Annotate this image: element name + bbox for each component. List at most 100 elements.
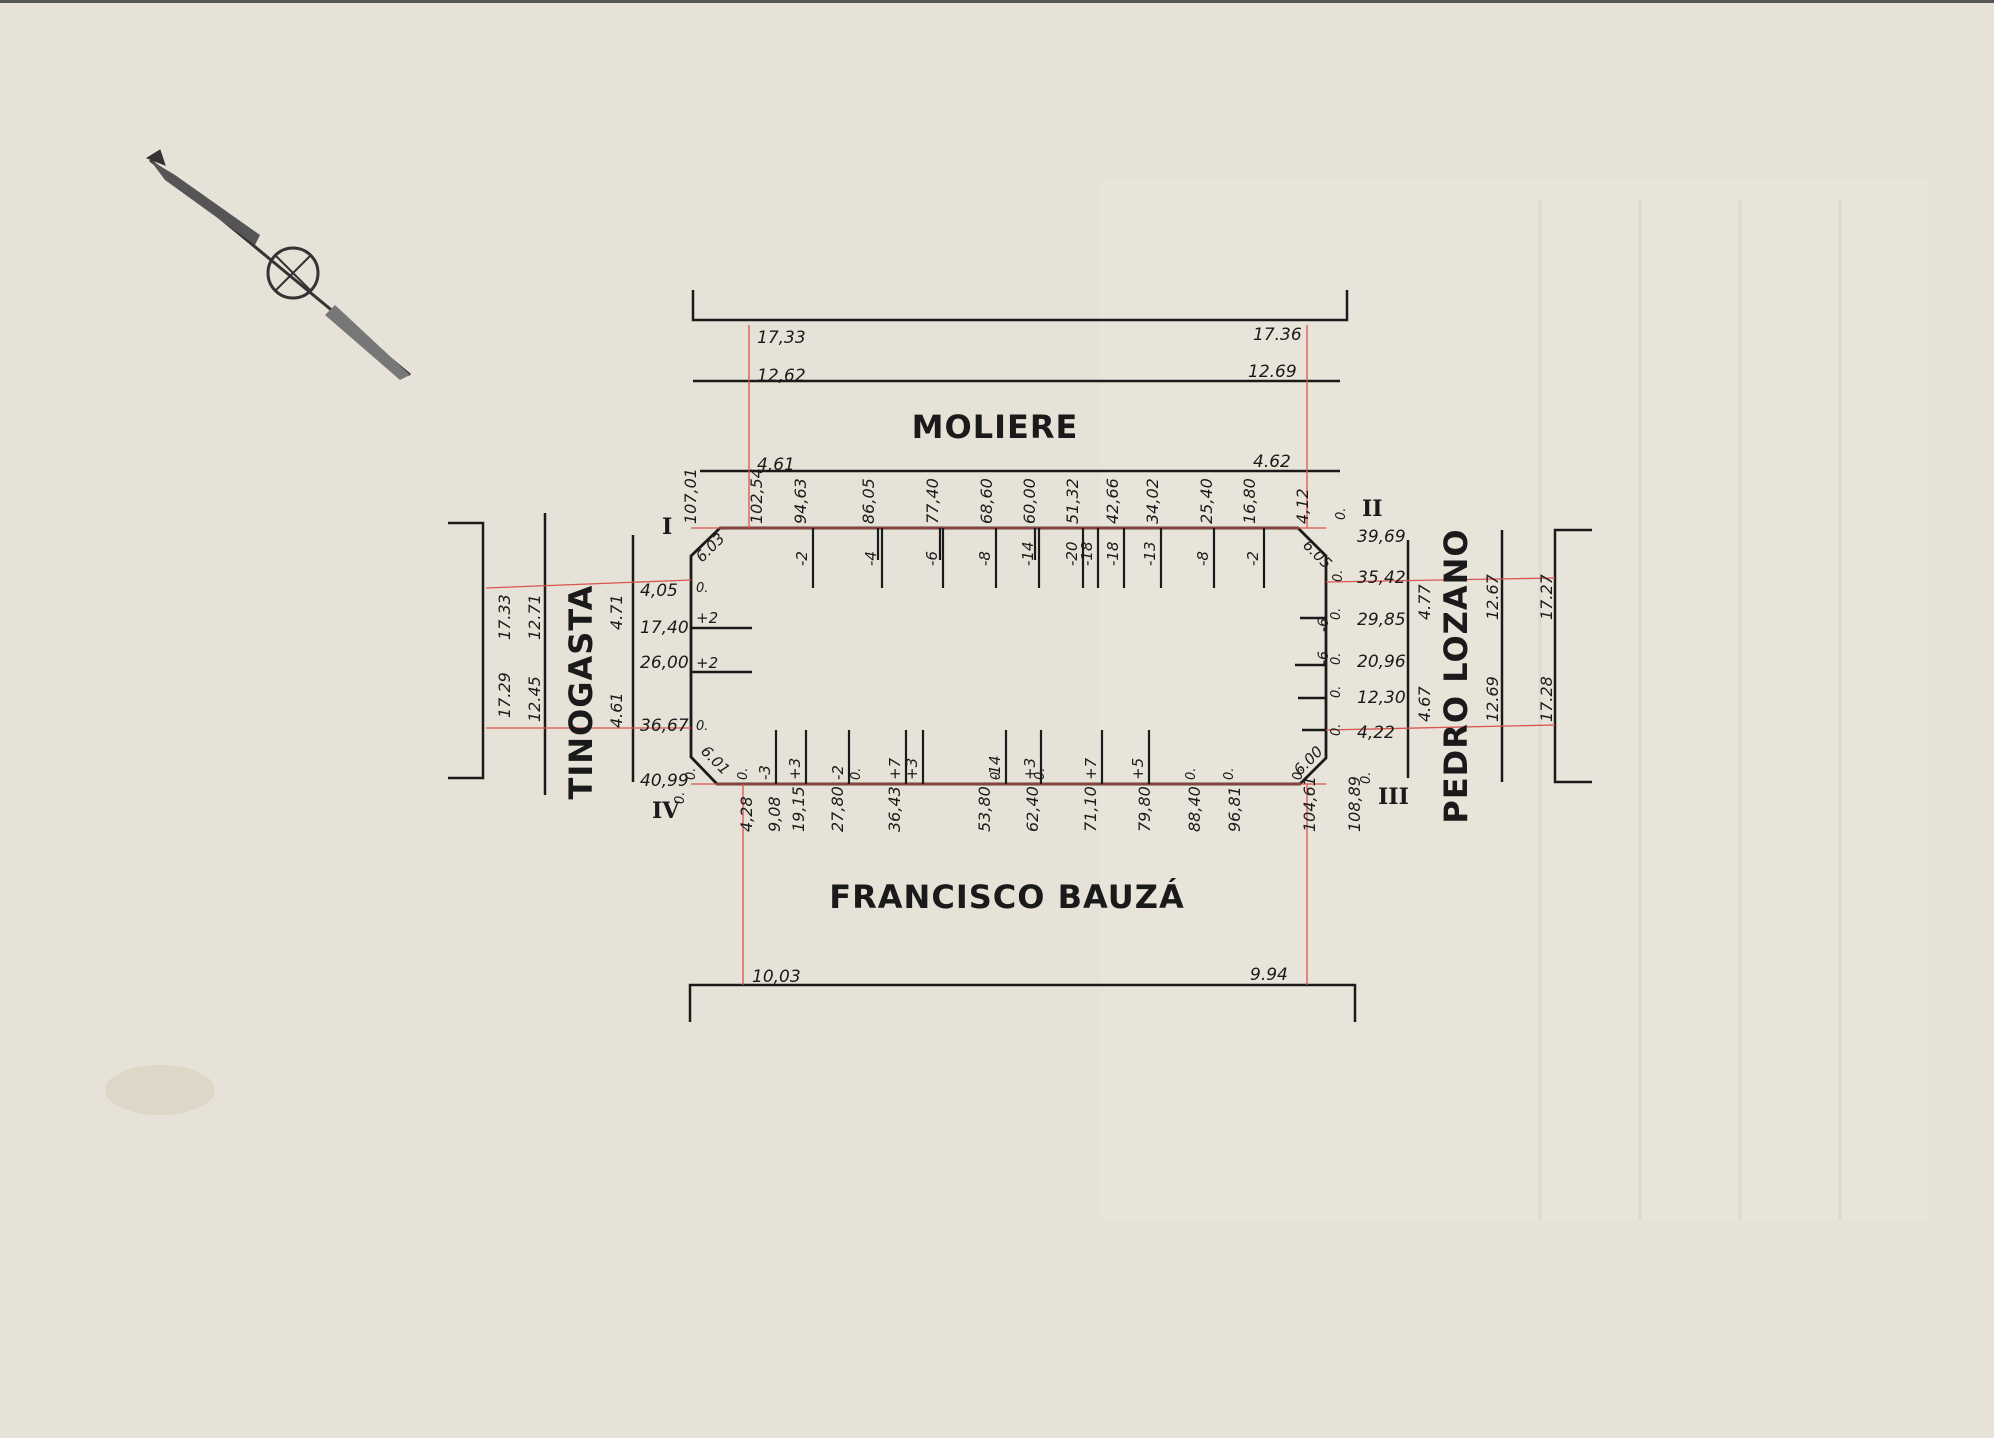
south-level-left: 10,03: [752, 967, 801, 987]
bottom-offset-label: +7: [1082, 757, 1100, 780]
bottom-offset-label: +3: [786, 758, 804, 780]
east-zero-label: 0.: [1359, 772, 1374, 784]
top-offset-label: -20: [1063, 542, 1081, 567]
east-offset-label: -6: [1316, 651, 1332, 665]
west-distance-label: 40,99: [640, 771, 689, 791]
top-distance-label: 34,02: [1143, 478, 1162, 524]
top-distance-label: 25,40: [1197, 478, 1216, 524]
east-level-outer-bottom: 17.28: [1537, 676, 1556, 722]
corner-label-II: II: [1362, 496, 1383, 522]
east-zero-label: 0.: [1334, 508, 1349, 520]
top-distance-label: 4,12: [1293, 488, 1312, 524]
west-level-mid-top: 12.71: [525, 594, 544, 640]
top-offset-label: -4: [862, 551, 880, 566]
top-distance-label: 86,05: [859, 478, 878, 524]
bottom-distance-label: 104,61: [1300, 776, 1319, 832]
east-distance-label: 20,96: [1357, 652, 1406, 672]
bottom-offset-label: +5: [1129, 758, 1147, 780]
bottom-distance-label: 108,89: [1345, 776, 1364, 832]
top-distance-label: 107,01: [681, 468, 700, 524]
bottom-offset-label: -2: [829, 765, 847, 780]
west-distance-label: 26,00: [640, 653, 689, 673]
top-offset-label: -14: [1019, 542, 1037, 567]
west-offset-label: +2: [696, 654, 718, 672]
top-distance-label: 102,54: [747, 468, 766, 524]
top-offset-label: -8: [1194, 551, 1212, 566]
top-distance-label: 60,00: [1020, 478, 1039, 524]
east-zero-label: 0.: [1329, 686, 1344, 698]
reference-lines: [485, 325, 1556, 985]
bottom-zero-label: 0.: [736, 768, 751, 780]
corner-label-IV: IV: [652, 798, 680, 824]
top-offset-label: -18: [1078, 542, 1096, 567]
top-offset-label: -2: [793, 551, 811, 566]
east-distance-label: 12,30: [1357, 688, 1406, 708]
top-distance-label: 42,66: [1103, 478, 1122, 524]
north-level-inner-right: 4.62: [1253, 452, 1291, 472]
street-name-north: MOLIERE: [912, 408, 1079, 446]
east-distance-label: 4,22: [1357, 723, 1395, 743]
east-zero-label: 0.: [1329, 653, 1344, 665]
east-distance-label: 29,85: [1357, 610, 1406, 630]
bottom-zero-label: 0.: [989, 768, 1004, 780]
west-level-outer-bottom: 17.29: [495, 672, 514, 718]
east-level-inner-bottom: 4.67: [1415, 686, 1434, 722]
bottom-offset-label: +3: [1021, 758, 1039, 780]
east-zero-label: 0.: [1331, 570, 1346, 582]
west-zero-label: 0.: [673, 792, 688, 804]
top-offset-label: -2: [1244, 551, 1262, 566]
bottom-offset-label: -3: [756, 765, 774, 780]
west-level-inner-top: 4.71: [607, 594, 626, 630]
bottom-offset-label: -14: [986, 756, 1004, 781]
east-zero-label: 0.: [1329, 724, 1344, 736]
bottom-zero-label: 0.: [1184, 768, 1199, 780]
bottom-offset-label: +7: [886, 757, 904, 780]
north-arrow-icon: [145, 149, 411, 380]
bottom-distance-label: 4,28: [737, 796, 756, 832]
bottom-distance-label: 9,08: [765, 796, 784, 832]
top-distance-label: 16,80: [1240, 478, 1259, 524]
west-level-inner-bottom: 4.61: [607, 692, 626, 728]
east-level-outer-top: 17.27: [1537, 573, 1556, 620]
west-distance-label: 17,40: [640, 618, 689, 638]
bottom-offset-label: +3: [903, 758, 921, 780]
north-level-mid-right: 12.69: [1248, 362, 1297, 382]
corner-label-I: I: [662, 514, 672, 540]
east-level-mid-top: 12.67: [1483, 573, 1502, 620]
west-distance-label: 36,67: [640, 716, 689, 736]
north-level-outer-left: 17,33: [757, 328, 806, 348]
street-name-east: PEDRO LOZANO: [1437, 528, 1475, 823]
bottom-zero-label: 0.: [1033, 768, 1048, 780]
street-name-west: TINOGASTA: [562, 585, 600, 800]
top-distance-label: 94,63: [791, 478, 810, 524]
bottom-distance-label: 27,80: [828, 786, 847, 832]
bottom-distance-label: 62,40: [1023, 786, 1042, 832]
bottom-distance-label: 88,40: [1185, 786, 1204, 832]
west-zero-label: 0.: [696, 581, 708, 596]
east-offset-label: -6: [1316, 618, 1332, 632]
south-level-right: 9.94: [1250, 965, 1288, 985]
bottom-zero-label: 0.: [684, 768, 699, 780]
street-name-south: FRANCISCO BAUZÁ: [829, 878, 1184, 916]
bottom-zero-label: 0.: [849, 768, 864, 780]
north-level-outer-right: 17.36: [1253, 325, 1302, 345]
plan-linework: [448, 290, 1592, 1022]
east-level-inner-top: 4.77: [1415, 584, 1434, 620]
top-distance-label: 77,40: [923, 478, 942, 524]
bottom-distance-label: 36,43: [885, 786, 904, 832]
top-offset-label: -8: [976, 551, 994, 566]
west-level-outer-top: 17.33: [495, 594, 514, 640]
top-offset-label: -6: [923, 551, 941, 566]
west-offset-label: +2: [696, 609, 718, 627]
east-level-mid-bottom: 12.69: [1483, 676, 1502, 722]
top-offset-label: -13: [1141, 542, 1159, 567]
bottom-distance-label: 71,10: [1081, 786, 1100, 832]
east-distance-label: 39,69: [1357, 527, 1406, 547]
west-distance-label: 4,05: [640, 581, 678, 601]
corner-label-III: III: [1378, 784, 1409, 810]
east-zero-label: 0.: [1329, 608, 1344, 620]
bottom-distance-label: 79,80: [1135, 786, 1154, 832]
